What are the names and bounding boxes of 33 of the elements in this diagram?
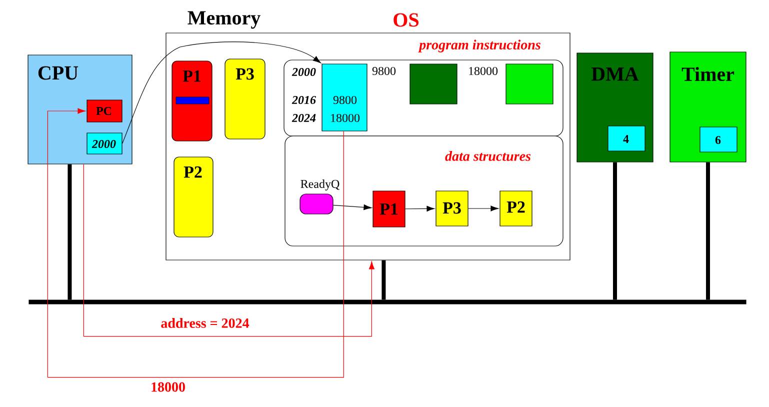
- memory-block: [410, 64, 458, 104]
- memory-block: [506, 64, 554, 104]
- process-block: P1: [172, 60, 212, 142]
- queue-item: P3: [436, 190, 468, 226]
- queue-item: P1: [372, 190, 406, 228]
- node-label: Memory: [188, 11, 260, 29]
- arrow: [47, 108, 344, 378]
- address-label: 2024: [292, 114, 316, 122]
- arrow: [333, 204, 372, 210]
- register-box: PC: [86, 100, 122, 122]
- bus-line: [613, 162, 617, 300]
- node-label: OS: [394, 13, 418, 27]
- register-box: 6: [700, 126, 738, 152]
- process-block: P2: [174, 156, 214, 238]
- edge-label: 18000: [150, 381, 186, 393]
- arrow: [468, 206, 499, 212]
- arrow: [368, 261, 374, 270]
- address-label: 2016: [292, 96, 316, 104]
- address-label: ReadyQ: [300, 180, 340, 190]
- bus-line: [706, 162, 710, 300]
- memory-block: 9800 18000: [322, 64, 368, 132]
- process-block: P3: [224, 58, 266, 140]
- bus-bar: [28, 300, 746, 304]
- register-box: 2000: [86, 132, 122, 154]
- queue-item: P2: [500, 190, 532, 226]
- address-label: 9800: [372, 66, 396, 76]
- register-box: 4: [608, 126, 646, 152]
- address-label: 18000: [469, 66, 498, 76]
- arrow: [122, 42, 321, 144]
- arrow: [405, 206, 435, 212]
- edge-label: address = 2024: [160, 317, 250, 329]
- node-label: program instructions: [418, 40, 540, 52]
- address-label: 2000: [292, 68, 316, 76]
